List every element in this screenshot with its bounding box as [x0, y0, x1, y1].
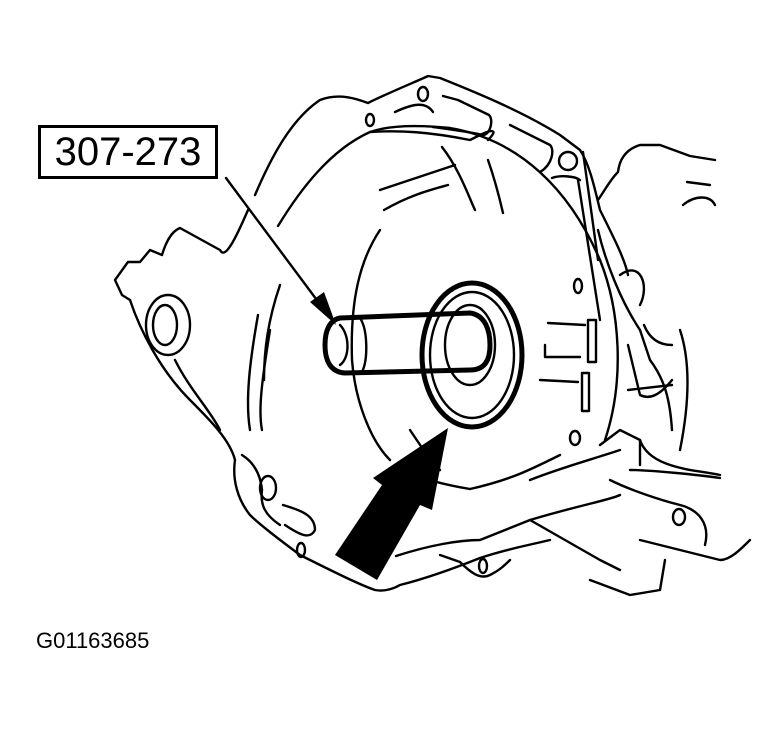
seal [419, 280, 525, 430]
left-flange [113, 208, 272, 462]
tool-callout-box: 307-273 [38, 125, 218, 179]
leader-arrow [224, 176, 336, 325]
special-tool-shaft [322, 310, 493, 376]
right-structure [538, 143, 752, 597]
figure-id-label: G01163685 [36, 628, 150, 653]
inner-curves [262, 145, 505, 491]
lower-housing [233, 448, 622, 592]
tool-number-label: 307-273 [54, 130, 202, 174]
housing-outline [253, 74, 630, 442]
install-direction-arrow [335, 428, 448, 580]
